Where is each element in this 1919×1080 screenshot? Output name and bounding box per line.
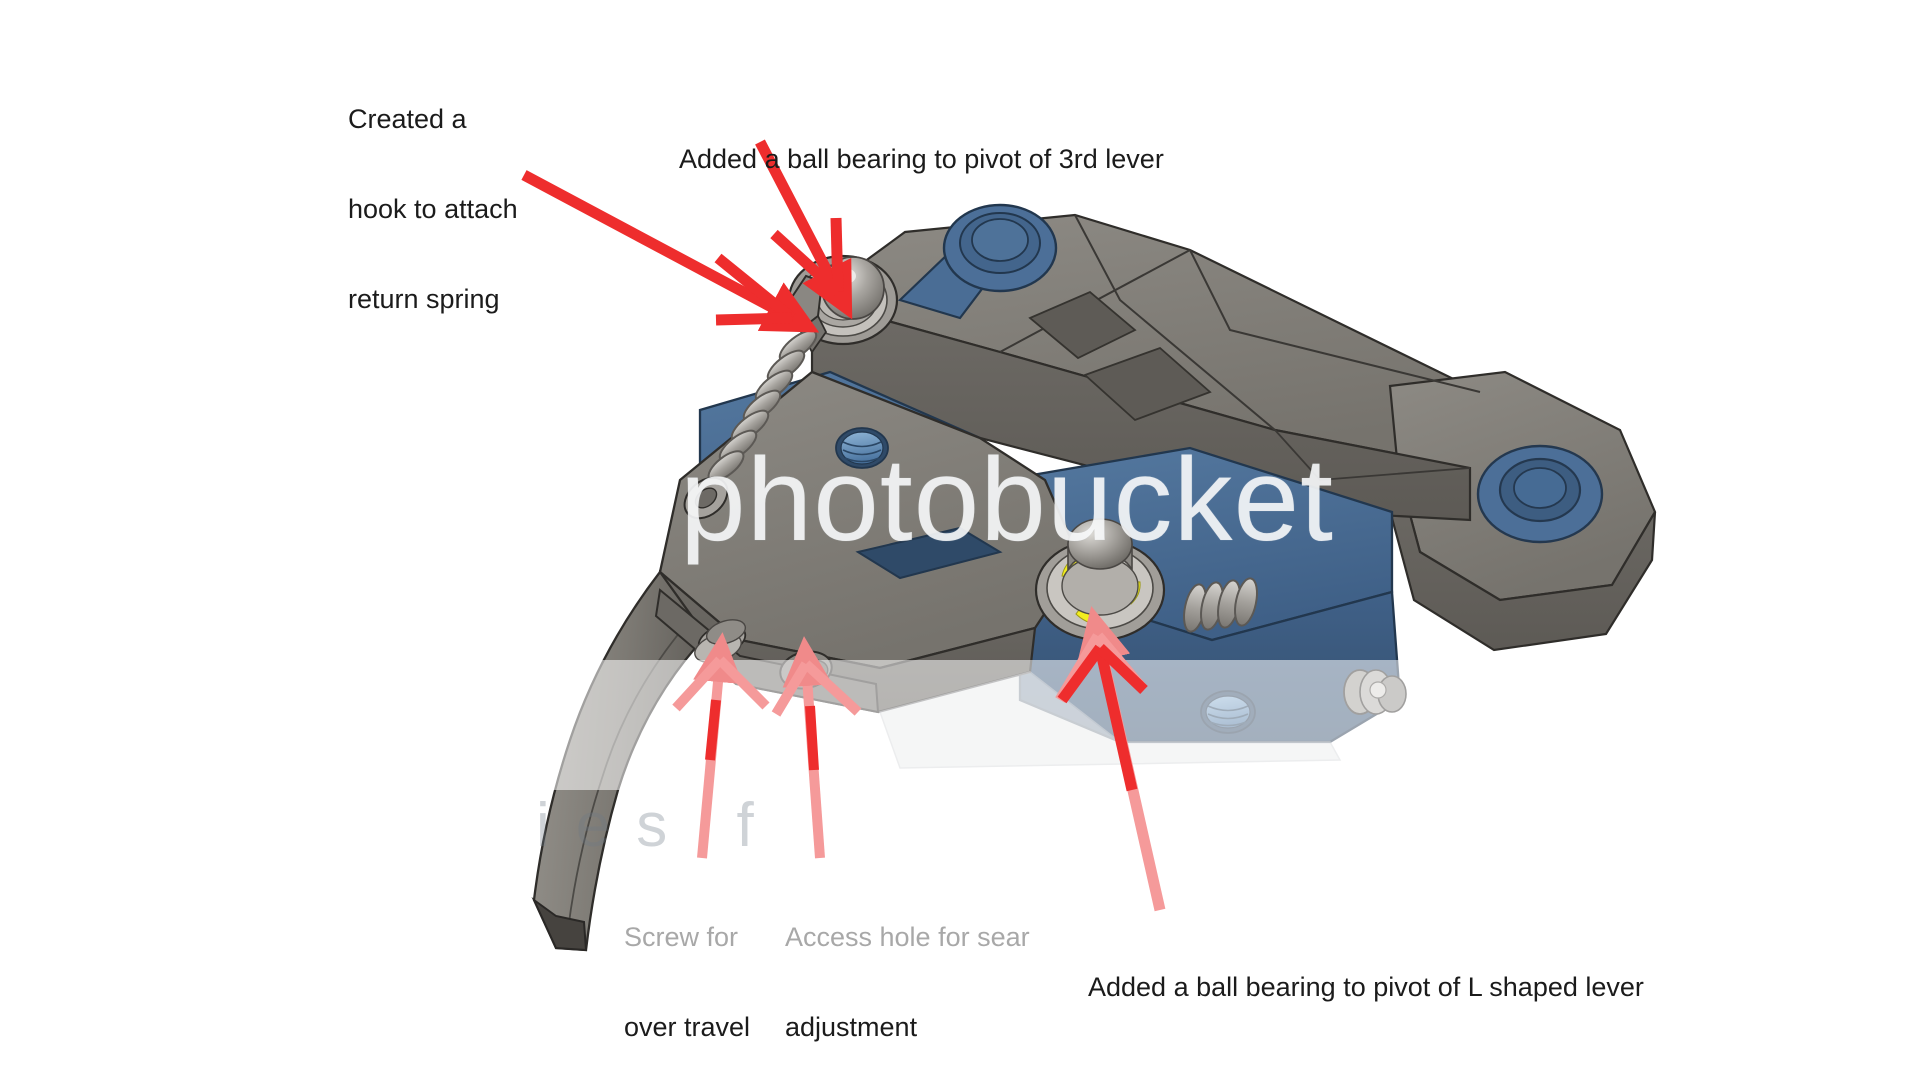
annotation-line: Added a ball bearing to pivot of L shape… [1088,972,1644,1002]
annotation-created-hook: Created a hook to attach return spring [348,52,518,367]
annotation-line: Added a ball bearing to pivot of 3rd lev… [679,144,1164,174]
sear-slot-recess [855,526,1003,580]
arrow-over-travel-barb2 [716,656,770,710]
arrow-bearing-3rd-barb2 [770,229,842,297]
annotation-access-hole-sear: Access hole for sear adjustment [785,870,1030,1080]
upper-blue-boss-bore [971,218,1029,262]
spring-lower-eye-bore [694,487,718,509]
arrow-bearing-l-solid-barb [1057,644,1105,704]
annotation-line: hook to attach [348,194,518,224]
right-pivot-bore [1513,467,1567,509]
upper-housing-right-lobe-side [1390,469,1657,652]
arrow-created-hook [521,170,820,333]
internal-slot-cutout-2 [1083,346,1212,422]
trigger-blade-tip [531,896,588,952]
annotation-ball-bearing-l-lever: Added a ball bearing to pivot of L shape… [1088,920,1644,1055]
threaded-hole-upper [835,427,889,469]
arrow-bearing-3rd-barb [830,217,844,293]
annotation-ball-bearing-3rd-lever: Added a ball bearing to pivot of 3rd lev… [679,92,1164,227]
watermark-fade-band [0,660,1919,790]
bearing-hub-top-2 [1067,518,1133,570]
arrow-over-travel-barb [672,656,724,712]
arrow-sear-access-solid-seg [805,705,819,771]
arrow-created-hook-barb [714,253,796,323]
internal-slot-cutout [1028,290,1137,360]
annotation-arrows [521,139,1166,912]
arrow-sear-access-barb [771,661,811,717]
annotation-line: Access hole for sear [785,922,1030,952]
housing-step-line-3 [1189,249,1481,393]
annotation-screw-over-travel: Screw for over travel adjustment [624,870,756,1080]
arrow-bearing-l-solid-barb2 [1096,644,1148,694]
housing-step-line-4 [1274,429,1471,481]
annotation-line: adjustment [785,1012,918,1042]
housing-step-line-2 [1074,214,1276,431]
arrow-over-travel-solid-seg [705,699,721,761]
arrow-bearing-l-solid [1094,646,1138,792]
secondary-coil-spring [1183,577,1258,633]
arrow-created-hook-barb2 [715,312,793,326]
arrow-bearing-3rd-lever [755,139,853,320]
annotation-line: Created a [348,104,467,134]
annotation-line: over travel [624,1012,751,1042]
annotation-line: return spring [348,284,500,314]
annotation-line: Screw for [624,922,739,952]
arrow-sear-access-barb2 [802,660,862,716]
